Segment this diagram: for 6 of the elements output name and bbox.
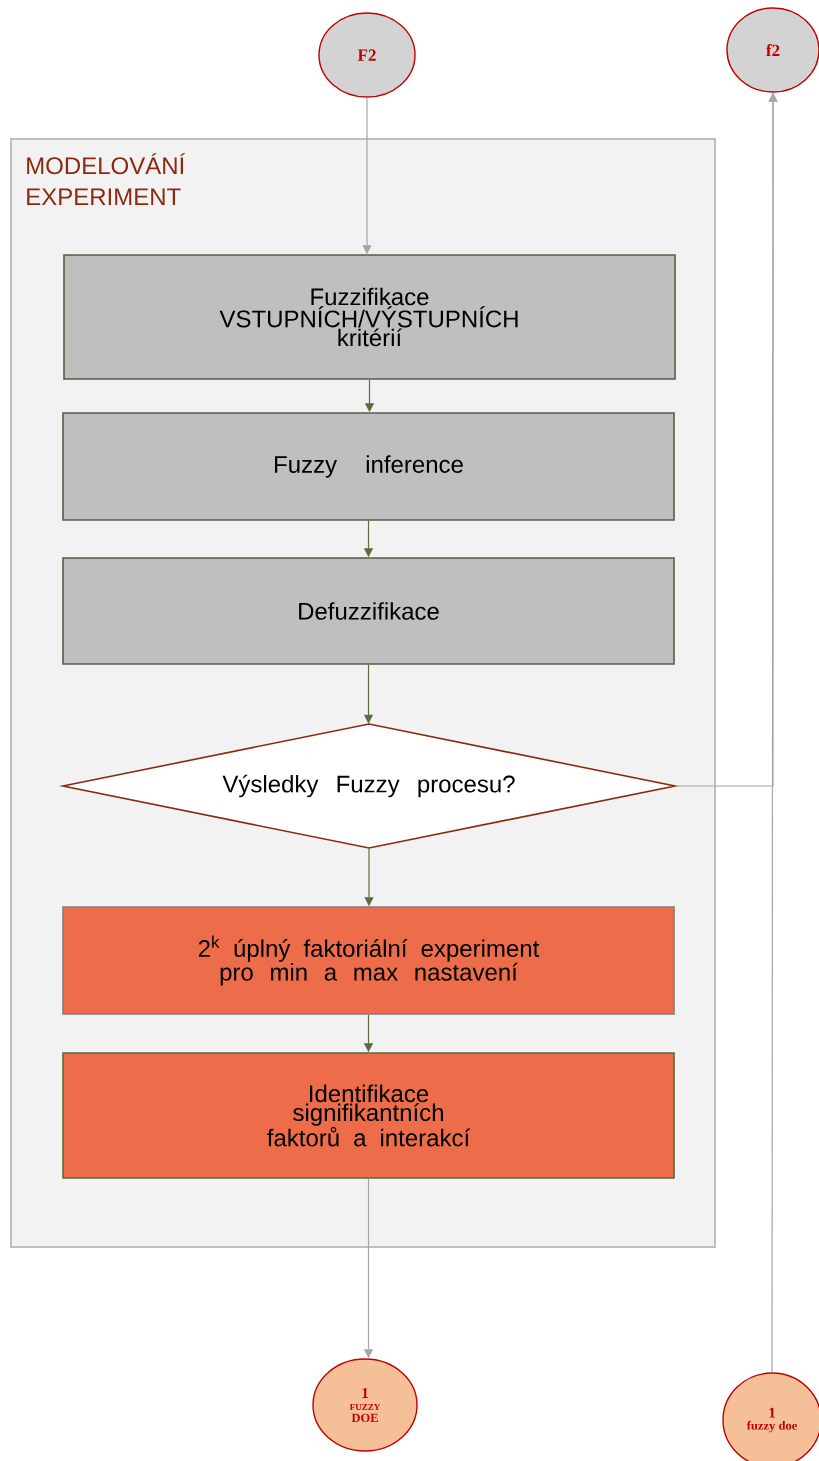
process-box: Defuzzifikace [62,557,675,665]
process-box: Fuzzy inference [62,412,675,521]
process-box: 2$^{k}$ úplný faktoriální experiment pro min a max nastavení [62,906,675,1015]
process-box: Fuzzifikace VSTUPNÍCH/VÝSTUPNÍCH kritérií [63,254,676,380]
process-box: Identifikace signifikantních faktorů a interakcí [62,1052,675,1179]
panel-heading: MODELOVÁNÍ EXPERIMENT [27,153,186,205]
